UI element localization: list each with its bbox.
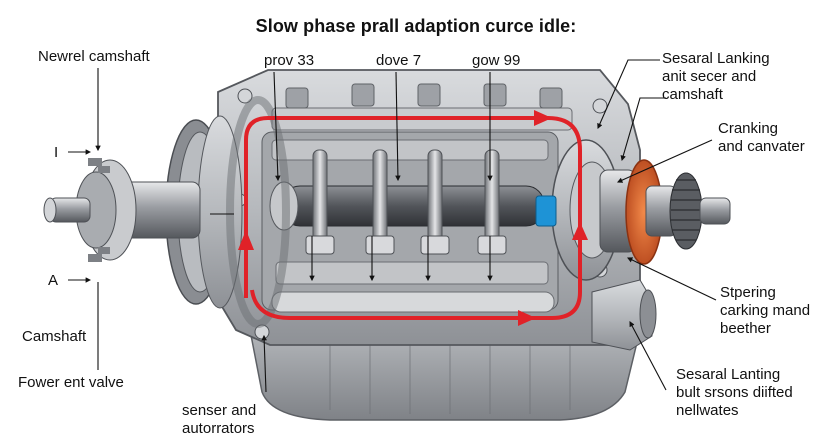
label-sesaral-lanting: Sesaral Lanting bult srsons diifted nell… — [676, 366, 793, 419]
label-i-marker: I — [54, 144, 59, 161]
oil-pan — [249, 329, 641, 421]
label-sesaral-lanking: Sesaral Lanking anit secer and camshaft — [662, 50, 770, 103]
label-prov-33: prov 33 — [264, 52, 315, 69]
label-newrel-camshaft: Newrel camshaft — [38, 48, 150, 65]
label-camshaft: Camshaft — [22, 328, 87, 345]
valve-rods — [305, 149, 507, 255]
label-senser-autorrators: senser and autorrators — [182, 402, 257, 437]
knurled-nut — [669, 172, 703, 250]
label-cranking-canvater: Cranking and canvater — [718, 120, 805, 155]
label-fower-ent-valve: Fower ent valve — [18, 374, 124, 391]
label-gow-99: gow 99 — [472, 52, 521, 69]
label-a-marker: A — [48, 272, 59, 289]
label-dove-7: dove 7 — [376, 52, 422, 69]
lower-housing — [591, 279, 653, 351]
diagram-title: Slow phase prall adaption curce idle: — [255, 16, 577, 36]
flow-arrows — [238, 110, 588, 326]
label-stpering: Stpering carking mand beether — [720, 284, 811, 337]
lower-rail — [271, 291, 555, 313]
vvt-sensor — [535, 195, 557, 227]
leader-lines — [68, 59, 717, 393]
flow-loop — [244, 116, 582, 320]
